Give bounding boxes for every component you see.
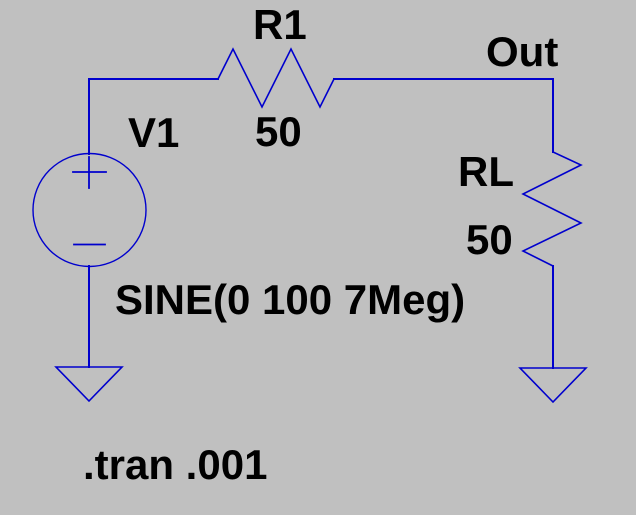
resistor-r1-symbol[interactable]: [216, 47, 336, 109]
wire-v1-to-r1[interactable]: [88, 78, 219, 155]
node-label-out[interactable]: Out: [486, 28, 559, 75]
resistor-rl-symbol[interactable]: [521, 150, 583, 268]
voltage-source-v1-symbol[interactable]: [32, 152, 147, 268]
plus-icon: [72, 156, 107, 189]
spice-directive[interactable]: .tran .001: [83, 441, 268, 488]
component-value-r1[interactable]: 50: [255, 108, 302, 155]
component-label-v1[interactable]: V1: [128, 109, 180, 156]
component-value-rl[interactable]: 50: [466, 216, 513, 263]
ground-icon[interactable]: [518, 367, 588, 404]
component-label-r1[interactable]: R1: [253, 1, 307, 48]
component-value-v1[interactable]: SINE(0 100 7Meg): [115, 276, 466, 323]
ground-icon[interactable]: [54, 366, 124, 403]
wire-r1-to-rl[interactable]: [333, 78, 554, 153]
component-label-rl[interactable]: RL: [458, 148, 514, 195]
